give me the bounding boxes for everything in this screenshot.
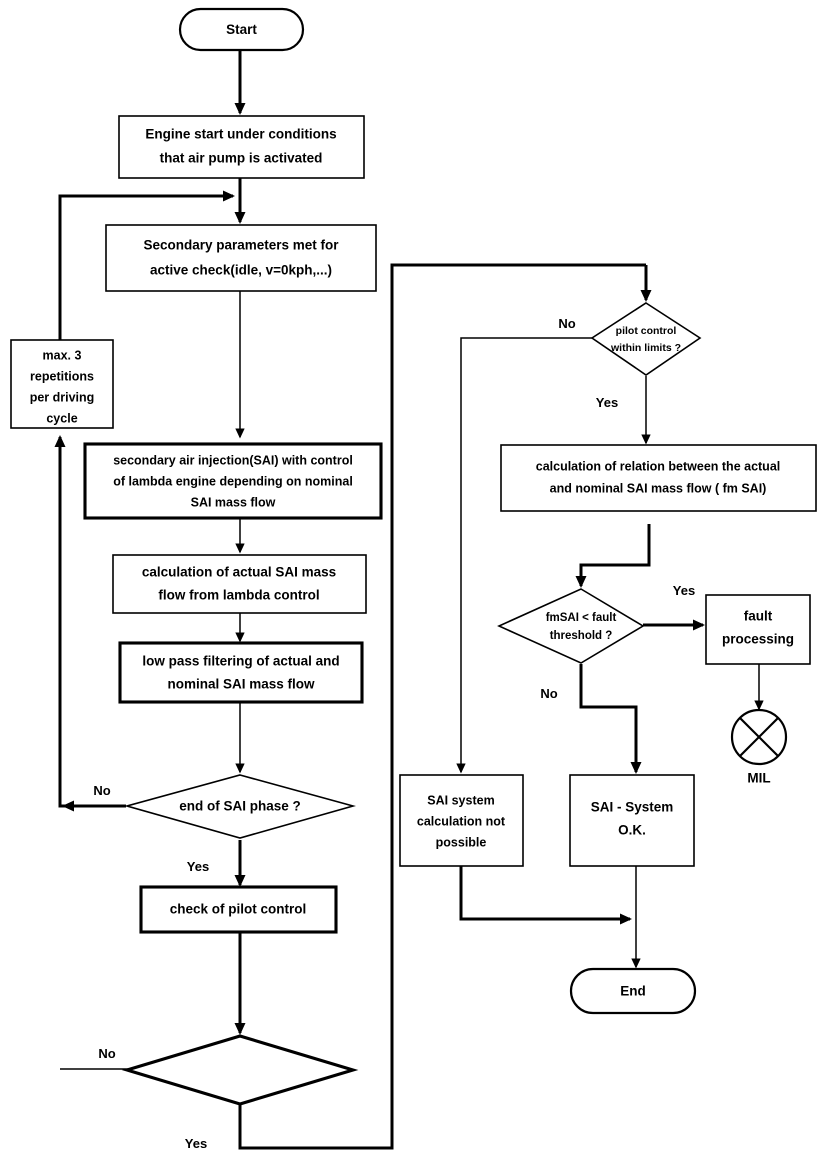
node-max-repetitions-line1: max. 3 (43, 348, 82, 362)
node-pilot-within-limits-line2: within limits ? (610, 342, 681, 354)
node-mil-label: MIL (747, 771, 770, 786)
node-sai-not-possible-line2: calculation not (417, 814, 506, 828)
node-secondary-params-line2: active check(idle, v=0kph,...) (150, 263, 332, 278)
node-sai-not-possible: SAI system calculation not possible (399, 774, 524, 867)
node-engine-start: Engine start under conditions that air p… (118, 115, 365, 179)
node-engine-start-line1: Engine start under conditions (145, 127, 336, 142)
edge-calc-relation-to-fmsai-decision (575, 524, 651, 588)
node-secondary-params-line1: Secondary parameters met for (143, 238, 339, 253)
node-end-of-sai-label: end of SAI phase ? (179, 799, 301, 814)
node-start: Start (178, 7, 305, 52)
node-unnamed-decision (121, 1034, 359, 1106)
node-low-pass-line1: low pass filtering of actual and (142, 654, 339, 669)
node-calc-actual: calculation of actual SAI mass flow from… (112, 554, 367, 614)
node-start-label: Start (226, 22, 257, 37)
node-calc-actual-line2: flow from lambda control (158, 588, 319, 603)
node-max-repetitions: max. 3 repetitions per driving cycle (10, 339, 114, 429)
node-pilot-within-limits: pilot control within limits ? (590, 302, 702, 376)
node-mil: MIL (730, 708, 788, 786)
edge-label-pilot-no: No (558, 316, 575, 331)
node-secondary-params: Secondary parameters met for active chec… (105, 224, 377, 292)
edge-max-repetitions-to-secondary-params (58, 190, 235, 341)
node-fmsai-threshold-line2: threshold ? (550, 630, 613, 642)
node-check-pilot-label: check of pilot control (170, 902, 307, 917)
edge-label-fmsai-yes: Yes (673, 583, 695, 598)
node-sai-ok-line2: O.K. (618, 823, 646, 838)
edge-label-unnamed-yes: Yes (185, 1136, 207, 1151)
node-end: End (569, 967, 697, 1015)
node-end-of-sai-decision: end of SAI phase ? (124, 774, 356, 839)
node-fmsai-threshold-line1: fmSAI < fault (546, 612, 617, 624)
node-calc-relation-line2: and nominal SAI mass flow ( fm SAI) (550, 481, 767, 495)
mil-cross-line-2 (739, 717, 779, 757)
node-end-label: End (620, 984, 646, 999)
node-fmsai-threshold: fmSAI < fault threshold ? (497, 588, 645, 664)
edge-pilot-no-to-sai-not-possible (456, 337, 592, 774)
node-max-repetitions-line3: per driving (30, 390, 95, 404)
node-fault-processing-line1: fault (744, 609, 773, 624)
node-sai-ok-line1: SAI - System (591, 800, 674, 815)
node-low-pass-line2: nominal SAI mass flow (167, 677, 315, 692)
node-fault-processing-line2: processing (722, 632, 794, 647)
node-calc-relation-line1: calculation of relation between the actu… (536, 459, 781, 473)
node-sai-control-line1: secondary air injection(SAI) with contro… (113, 453, 353, 467)
node-sai-not-possible-line1: SAI system (427, 793, 494, 807)
edge-unnamed-yes-to-pilot-control (238, 263, 646, 1150)
edge-fmsai-no-to-sai-ok (579, 664, 642, 774)
edge-label-end-of-sai-no: No (93, 783, 110, 798)
node-sai-control-line2: of lambda engine depending on nominal (113, 474, 353, 488)
node-fault-processing: fault processing (705, 594, 811, 665)
edge-label-unnamed-no: No (98, 1046, 115, 1061)
edge-sai-not-possible-to-end (459, 866, 632, 925)
edge-label-pilot-yes: Yes (596, 395, 618, 410)
node-calc-relation: calculation of relation between the actu… (500, 444, 817, 512)
node-max-repetitions-line2: repetitions (30, 369, 94, 383)
node-sai-ok: SAI - System O.K. (569, 774, 695, 867)
node-check-pilot: check of pilot control (139, 885, 338, 934)
node-low-pass: low pass filtering of actual and nominal… (118, 641, 364, 704)
node-max-repetitions-line4: cycle (46, 411, 77, 425)
node-sai-control: secondary air injection(SAI) with contro… (83, 442, 383, 520)
edge-label-fmsai-no: No (540, 686, 557, 701)
node-engine-start-line2: that air pump is activated (160, 151, 323, 166)
node-sai-not-possible-line3: possible (436, 835, 487, 849)
node-sai-control-line3: SAI mass flow (191, 495, 276, 509)
edge-label-end-of-sai-yes: Yes (187, 859, 209, 874)
node-calc-actual-line1: calculation of actual SAI mass (142, 565, 336, 580)
node-pilot-within-limits-line1: pilot control (616, 325, 677, 337)
